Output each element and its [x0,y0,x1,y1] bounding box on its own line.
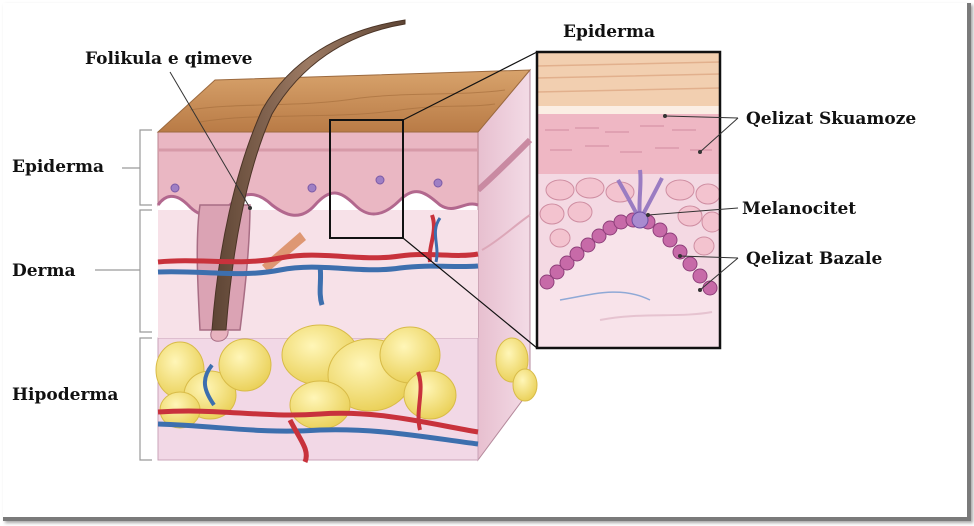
label-epiderma-side: Epiderma [12,157,104,177]
skin-block [156,20,537,462]
label-qelizat-skuamoze: Qelizat Skuamoze [746,109,916,129]
label-melanocitet: Melanocitet [742,199,856,219]
label-epiderma-top: Epiderma [563,22,655,42]
zoom-inset [537,52,722,348]
label-hipoderma-side: Hipoderma [12,385,118,405]
label-derma-side: Derma [12,261,76,281]
label-qelizat-bazale: Qelizat Bazale [746,249,882,269]
label-folikula: Folikula e qimeve [85,49,253,69]
layer-brackets [95,130,152,460]
